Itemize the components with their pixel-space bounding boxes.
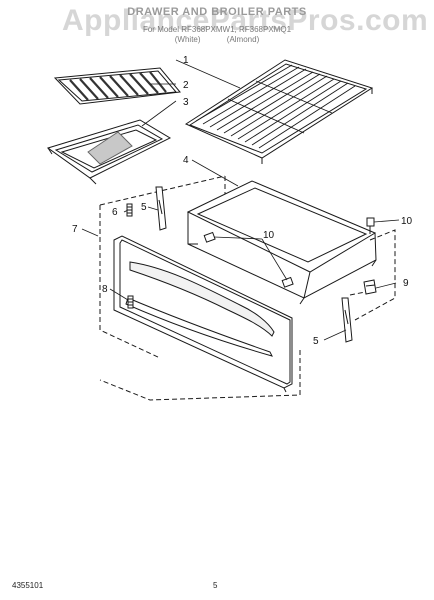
callout-1: 1 — [183, 55, 189, 66]
bracket-part-9 — [363, 279, 377, 295]
page-number: 5 — [213, 581, 218, 590]
callout-10-center: 10 — [263, 230, 275, 241]
model-line: For Model RF368PXMW1, RF368PXMQ1 — [142, 25, 292, 34]
callout-5-left: 5 — [141, 202, 147, 213]
callout-8: 8 — [102, 284, 108, 295]
screw-part-8 — [127, 295, 134, 309]
drawer-body — [186, 180, 377, 305]
callout-10-right: 10 — [401, 216, 413, 227]
callout-6: 6 — [112, 207, 118, 218]
drawer-slide-right — [341, 297, 353, 343]
broiler-pan — [46, 119, 172, 185]
variant-white: (White) — [174, 35, 201, 44]
callout-3: 3 — [183, 97, 189, 108]
variant-almond: (Almond) — [226, 35, 260, 44]
callouts: 1 2 3 4 5 6 7 8 5 9 10 10 — [72, 55, 413, 347]
leader-lines — [81, 59, 400, 341]
callout-2: 2 — [183, 80, 189, 91]
callout-9: 9 — [403, 278, 409, 289]
drawer-front-panel — [113, 235, 293, 393]
roller-part-10-left — [203, 231, 294, 288]
oven-rack — [184, 59, 374, 164]
callout-4: 4 — [183, 155, 189, 166]
watermark: AppliancePartsPros.com — [62, 4, 429, 37]
callout-7: 7 — [72, 224, 78, 235]
part-number: 4355101 — [12, 581, 44, 590]
broiler-grid — [53, 67, 181, 105]
drawer-slide-left — [155, 186, 167, 231]
variant-line: (White) (Almond) — [0, 35, 434, 44]
diagram-title: DRAWER AND BROILER PARTS — [127, 6, 307, 18]
callout-5-right: 5 — [313, 336, 319, 347]
